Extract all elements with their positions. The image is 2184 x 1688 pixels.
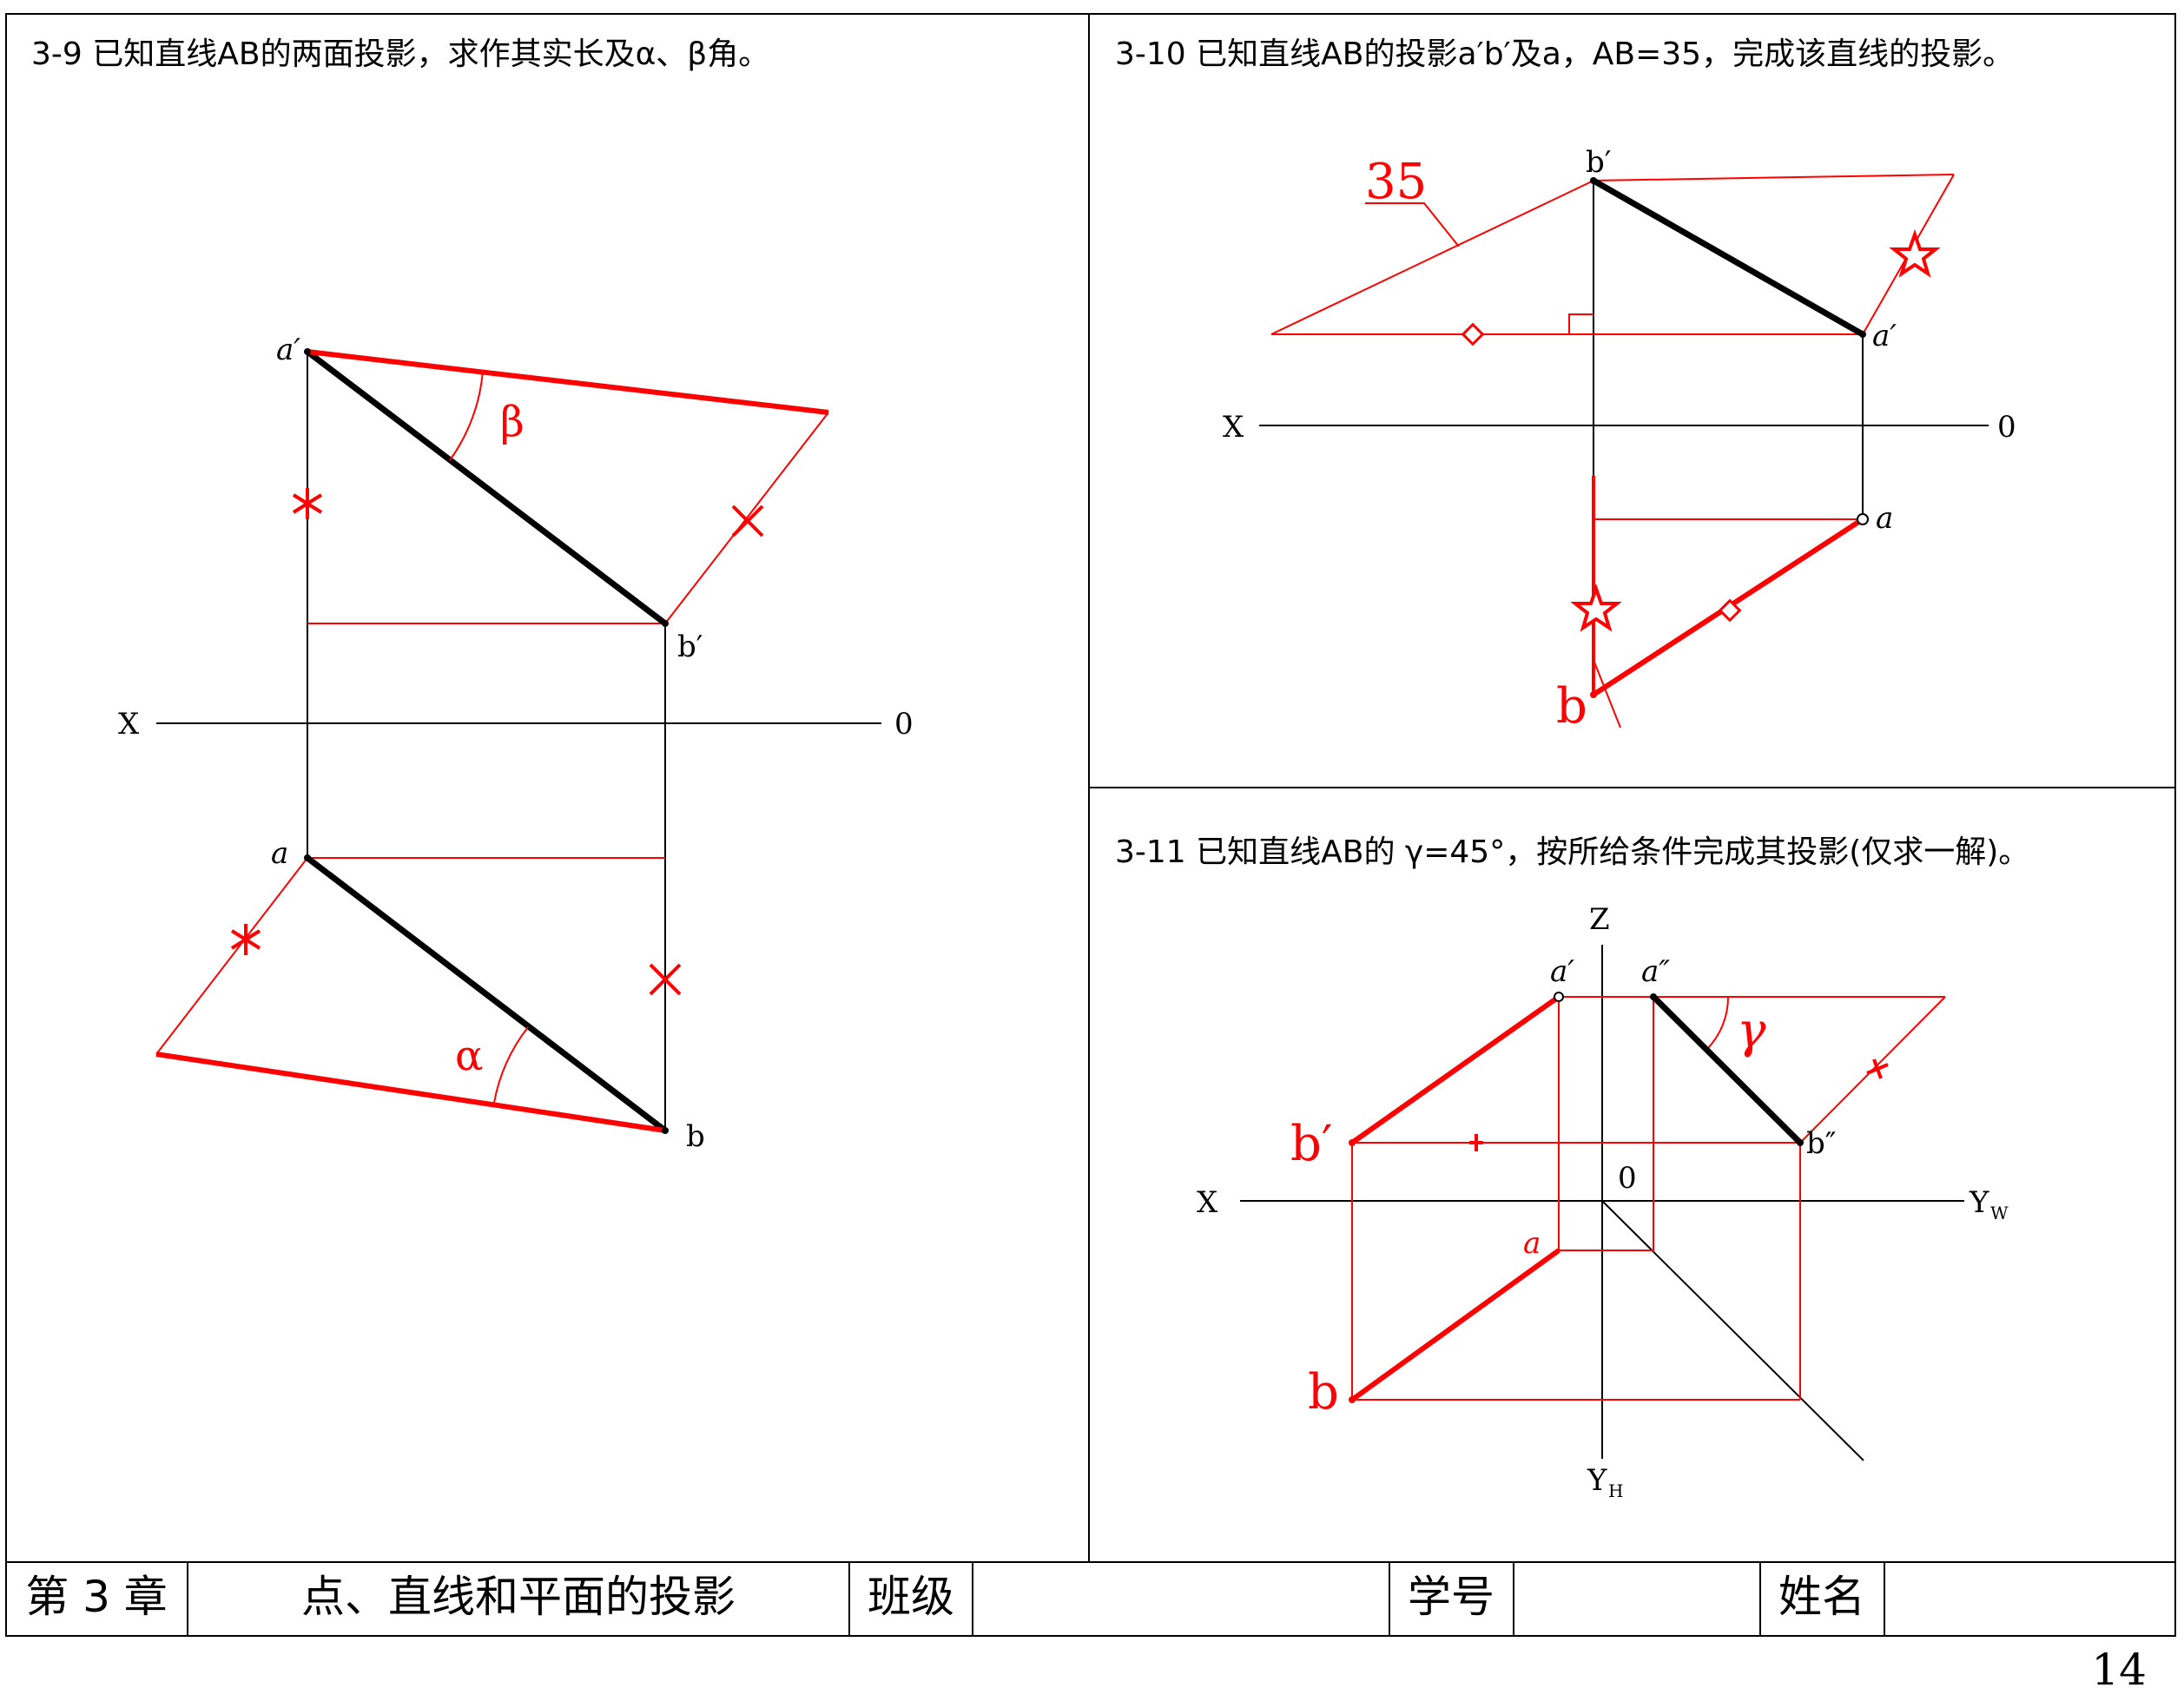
p39-cross-mark-1 [731, 504, 764, 537]
p39-point-b-prime [662, 620, 669, 627]
problem-3-9-diagram: a′ b′ a b X 0 β α [118, 333, 914, 1154]
p311-label-a: a [1523, 1226, 1541, 1261]
p39-top-view-ab [305, 855, 668, 1133]
p310-point-b [1590, 691, 1597, 698]
footer-class-label: 班级 [868, 1572, 954, 1622]
p311-label-gamma: γ [1737, 1003, 1766, 1059]
p311-45deg-line [1601, 1200, 1864, 1461]
p310-dimension-leader [1365, 202, 1460, 247]
p311-point-b-prime [1349, 1139, 1356, 1146]
p310-label-a: a [1876, 501, 1893, 536]
p311-a-projection-box [1558, 996, 1654, 1251]
p39-point-b [662, 1127, 669, 1134]
problem-3-11-diagram: Z a′ a″ γ b′ b″ X 0 Y W a b Y H [1197, 902, 2009, 1501]
p310-right-triangle-top [1593, 174, 1955, 181]
p311-front-view-ab [1350, 994, 1560, 1145]
page-number: 14 [2091, 1645, 2147, 1688]
p311-label-z: Z [1589, 902, 1610, 937]
p310-label-x: X [1223, 410, 1244, 445]
p311-label-o: 0 [1618, 1161, 1637, 1196]
page-frame [5, 13, 2176, 1637]
p310-front-view-ab [1592, 177, 1864, 338]
p310-point-b-prime [1590, 177, 1597, 184]
p39-asterisk-mark-1 [292, 488, 323, 519]
problem-3-9-title: 3-9 已知直线AB的两面投影，求作其实长及α、β角。 [31, 36, 769, 72]
p311-label-b-prime: b′ [1290, 1116, 1333, 1172]
p311-point-a-prime [1554, 992, 1564, 1002]
p39-label-a: a [271, 836, 288, 871]
p311-tick-mark-2 [1866, 1058, 1889, 1079]
problem-3-10-title: 3-10 已知直线AB的投影a′b′及a，AB=35，完成该直线的投影。 [1115, 36, 2014, 72]
p39-point-a [304, 854, 311, 861]
p39-dz-segment [155, 857, 308, 1055]
p310-diamond-mark-1 [1461, 322, 1485, 346]
p39-label-b-prime: b′ [677, 630, 703, 664]
p39-true-length-top [155, 1052, 666, 1133]
p310-point-a-prime [1859, 331, 1866, 338]
p310-true-length-line [1270, 180, 1594, 335]
footer-number-label: 学号 [1408, 1572, 1494, 1622]
footer-chapter: 第 3 章 [25, 1572, 168, 1622]
footer: 第 3 章 点、直线和平面的投影 班级 学号 姓名 [25, 1572, 1865, 1622]
p311-gamma-arc [1706, 996, 1730, 1051]
p311-label-yh: Y [1587, 1463, 1607, 1498]
p39-label-a-prime: a′ [276, 333, 300, 367]
footer-topic: 点、直线和平面的投影 [301, 1572, 736, 1622]
p311-label-b-dbl: b″ [1806, 1126, 1836, 1161]
p311-tick-mark-1 [1469, 1134, 1483, 1151]
p310-label-b-prime: b′ [1586, 145, 1611, 180]
p310-point-a [1857, 513, 1869, 525]
p39-label-b: b [686, 1119, 705, 1154]
p39-label-o: 0 [894, 707, 914, 742]
p311-label-x: X [1197, 1185, 1218, 1220]
p39-label-alpha: α [455, 1032, 483, 1080]
p311-point-a-dbl [1650, 993, 1657, 1000]
p310-dimension-35: 35 [1365, 154, 1427, 210]
p310-label-o: 0 [1997, 410, 2016, 445]
p311-label-b: b [1308, 1364, 1339, 1421]
p310-star-mark-2 [1570, 583, 1622, 632]
p311-label-yh-sub: H [1608, 1480, 1623, 1501]
p311-label-a-prime: a′ [1550, 954, 1574, 989]
problem-3-11-title: 3-11 已知直线AB的 γ=45°，按所给条件完成其投影(仅求一解)。 [1115, 834, 2029, 870]
p39-cross-mark-2 [649, 963, 682, 996]
problem-3-10-diagram: 35 b′ a′ a b X 0 [1223, 145, 2016, 735]
p311-side-view-ab [1651, 994, 1803, 1145]
p310-right-angle-mark [1568, 313, 1593, 334]
p310-b-arc-tick [1593, 659, 1621, 729]
p39-label-x: X [118, 707, 140, 742]
p311-label-yw: Y [1969, 1185, 1989, 1220]
p310-label-a-prime: a′ [1872, 319, 1897, 353]
p39-beta-arc [449, 370, 484, 461]
p39-front-view-ab [305, 349, 668, 626]
p39-true-length-front [307, 349, 829, 415]
p39-asterisk-mark-2 [230, 924, 261, 955]
p311-point-b [1349, 1396, 1356, 1403]
footer-name-label: 姓名 [1778, 1572, 1865, 1622]
p310-star-mark-1 [1889, 228, 1941, 278]
p311-label-a-dbl: a″ [1641, 954, 1670, 989]
outer-border [5, 13, 2176, 1637]
p311-point-b-dbl [1797, 1139, 1804, 1146]
p310-diamond-mark-2 [1718, 598, 1742, 623]
p311-label-yw-sub: W [1990, 1203, 2009, 1223]
p310-label-b: b [1556, 678, 1587, 735]
p311-top-view-ab [1350, 1248, 1560, 1402]
p39-label-beta: β [500, 398, 525, 446]
p39-alpha-arc [493, 1026, 529, 1104]
p39-point-a-prime [304, 348, 311, 355]
